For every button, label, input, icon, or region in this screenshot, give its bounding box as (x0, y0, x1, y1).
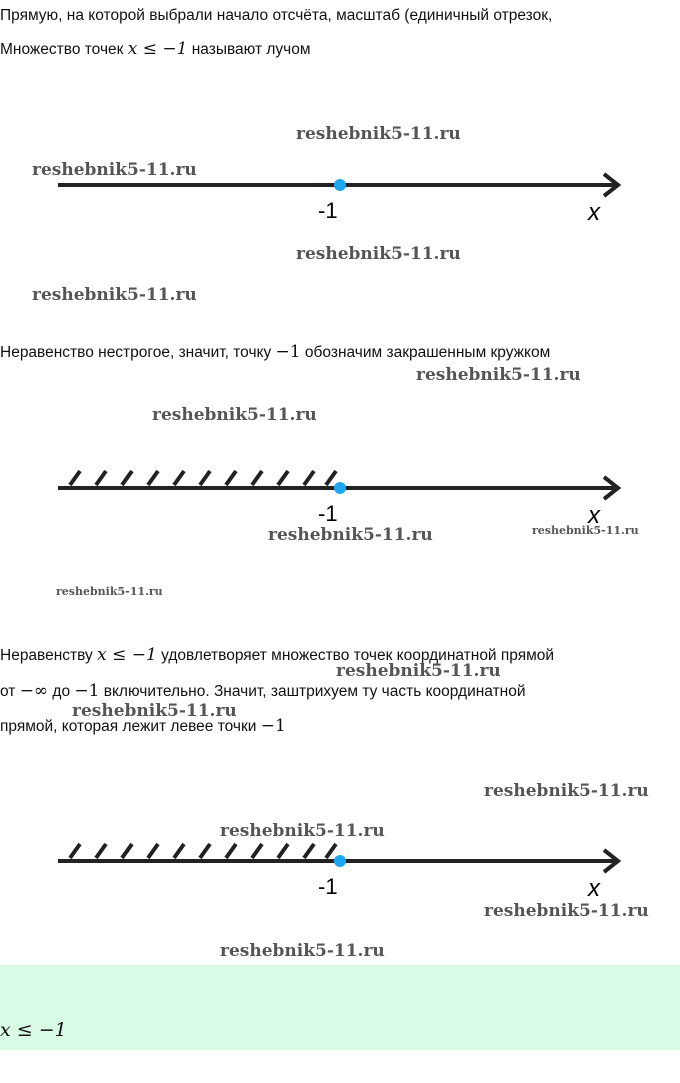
text: от (0, 683, 20, 700)
math: −1 (275, 342, 301, 362)
text: называют лучом (187, 41, 311, 58)
watermark: reshebnik5-11.ru (32, 285, 197, 305)
answer: x ≤ −1 (0, 1019, 67, 1041)
text: включительно. Значит, заштрихуем ту част… (99, 683, 526, 700)
watermark: reshebnik5-11.ru (296, 124, 461, 144)
text: Неравенство нестрогое, значит, точку (0, 344, 276, 361)
point-label: -1 (318, 874, 338, 899)
paragraph-2: Множество точек x ≤ −1 называют лучом (0, 39, 311, 60)
text: удовлетворяет множество точек координатн… (156, 647, 555, 664)
math: x ≤ −1 (97, 645, 157, 665)
point-minus-one (334, 855, 346, 867)
watermark: reshebnik5-11.ru (416, 365, 581, 385)
hatching (68, 842, 338, 860)
answer-box: x ≤ −1 (0, 965, 680, 1050)
text: прямой, которая лежит левее точки (0, 718, 261, 735)
watermark: reshebnik5-11.ru (296, 244, 461, 264)
watermark: reshebnik5-11.ru (152, 405, 317, 425)
point-label: -1 (318, 198, 338, 223)
paragraph-4: Неравенству x ≤ −1 удовлетворяет множест… (0, 645, 554, 666)
watermark: reshebnik5-11.ru (336, 661, 501, 681)
math: x ≤ −1 (127, 39, 188, 59)
arrow-head (602, 475, 622, 501)
math: −∞ (19, 681, 49, 701)
watermark: reshebnik5-11.ru (220, 821, 385, 841)
point-minus-one (334, 179, 346, 191)
number-line-1: -1 x (58, 172, 622, 226)
text: Неравенству (0, 647, 98, 664)
arrow-head (602, 172, 622, 198)
paragraph-3: Неравенство нестрогое, значит, точку −1 … (0, 342, 550, 363)
number-line-2: -1 x (58, 469, 622, 529)
arrow-head (602, 848, 622, 874)
math: −1 (260, 716, 286, 736)
text: Множество точек (0, 41, 128, 58)
axis-label: x (587, 199, 601, 226)
hatching (68, 469, 338, 487)
watermark: reshebnik5-11.ru (72, 701, 237, 721)
paragraph-6: прямой, которая лежит левее точки −1 (0, 716, 286, 737)
paragraph-5: от −∞ до −1 включительно. Значит, заштри… (0, 681, 526, 702)
math: −1 (74, 681, 100, 701)
watermark: reshebnik5-11.ru (484, 781, 649, 801)
watermark: reshebnik5-11.ru (268, 525, 433, 545)
axis-label: x (587, 875, 601, 902)
watermark: reshebnik5-11.ru (56, 585, 163, 598)
watermark: reshebnik5-11.ru (484, 901, 649, 921)
axis-label: x (587, 502, 601, 529)
point-minus-one (334, 482, 346, 494)
number-line-3: -1 x (58, 842, 622, 902)
paragraph-1: Прямую, на которой выбрали начало отсчёт… (0, 7, 553, 24)
watermark: reshebnik5-11.ru (220, 941, 385, 961)
text: обозначим закрашенным кружком (300, 344, 551, 361)
watermark: reshebnik5-11.ru (532, 524, 639, 537)
watermark: reshebnik5-11.ru (32, 160, 197, 180)
point-label: -1 (318, 501, 338, 526)
text: до (48, 683, 75, 700)
